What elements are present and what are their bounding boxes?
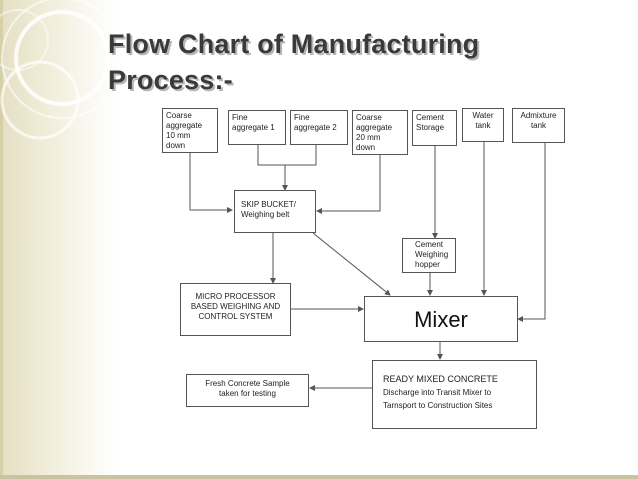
box-text: Weighing: [415, 250, 449, 259]
box-text: down: [356, 143, 376, 152]
box-text: Coarse: [356, 113, 382, 122]
box-text: Coarse: [166, 111, 192, 120]
box-text: Cement: [415, 240, 444, 249]
box-text: hopper: [415, 260, 440, 269]
box-text: down: [166, 141, 186, 150]
box-text: Storage: [416, 123, 445, 132]
box-text: SKIP BUCKET/: [241, 200, 296, 209]
connector-coarse20-to-skip: [316, 155, 381, 214]
connector-skip-to-mixer: [312, 232, 391, 296]
connector-coarse10-to-skip: [189, 153, 233, 213]
box-text: Water: [472, 111, 494, 120]
box-mixer: Mixer: [364, 296, 518, 342]
box-text: READY MIXED CONCRETE: [383, 374, 498, 384]
box-cement-storage: Cement Storage: [412, 110, 457, 146]
box-text: tank: [530, 121, 547, 130]
box-coarse-aggregate-20mm: Coarse aggregate 20 mm down: [352, 110, 408, 155]
box-text: Tarnsport to Construction Sites: [383, 401, 493, 410]
box-fresh-concrete-sample: Fresh Concrete Sample taken for testing: [186, 374, 309, 407]
mixer-label: Mixer: [414, 307, 468, 332]
box-skip-bucket: SKIP BUCKET/ Weighing belt: [234, 190, 316, 233]
box-text: aggregate 2: [294, 123, 337, 132]
box-coarse-aggregate-10mm: Coarse aggregate 10 mm down: [162, 108, 218, 153]
box-admixture-tank: Admixture tank: [512, 108, 565, 143]
box-text: 10 mm: [166, 131, 191, 140]
connector-admixture-to-mixer: [517, 143, 546, 322]
box-text: Fresh Concrete Sample: [205, 379, 290, 388]
box-text: taken for testing: [219, 389, 276, 398]
box-text: 20 mm: [356, 133, 381, 142]
box-text: aggregate: [166, 121, 203, 130]
box-micro-processor: MICRO PROCESSOR BASED WEIGHING AND CONTR…: [180, 283, 291, 336]
box-text: tank: [475, 121, 491, 130]
box-ready-mixed-concrete: READY MIXED CONCRETE Discharge into Tran…: [372, 360, 537, 429]
title-line-2: Process:-: [108, 65, 233, 95]
box-text: BASED WEIGHING AND: [190, 302, 281, 311]
box-text: aggregate: [356, 123, 393, 132]
slide-title: Flow Chart of Manufacturing Process:-: [108, 26, 628, 98]
box-text: MICRO PROCESSOR: [195, 292, 276, 301]
box-fine-aggregate-1: Fine aggregate 1: [228, 110, 286, 145]
box-text: Fine: [294, 113, 310, 122]
box-text: Admixture: [520, 111, 557, 120]
box-fine-aggregate-2: Fine aggregate 2: [290, 110, 348, 145]
box-cement-weighing-hopper: Cement Weighing hopper: [402, 238, 456, 273]
box-water-tank: Water tank: [462, 108, 504, 142]
box-text: Cement: [416, 113, 445, 122]
bottom-bar: [0, 475, 638, 479]
box-text: Weighing belt: [241, 210, 290, 219]
connector-fine-merge: [257, 145, 317, 166]
box-text: aggregate 1: [232, 123, 275, 132]
decorative-circles: [0, 0, 123, 479]
box-text: CONTROL SYSTEM: [198, 312, 273, 321]
box-text: Discharge into Transit Mixer to: [383, 388, 492, 397]
title-line-1: Flow Chart of Manufacturing: [108, 29, 480, 59]
box-text: Fine: [232, 113, 248, 122]
